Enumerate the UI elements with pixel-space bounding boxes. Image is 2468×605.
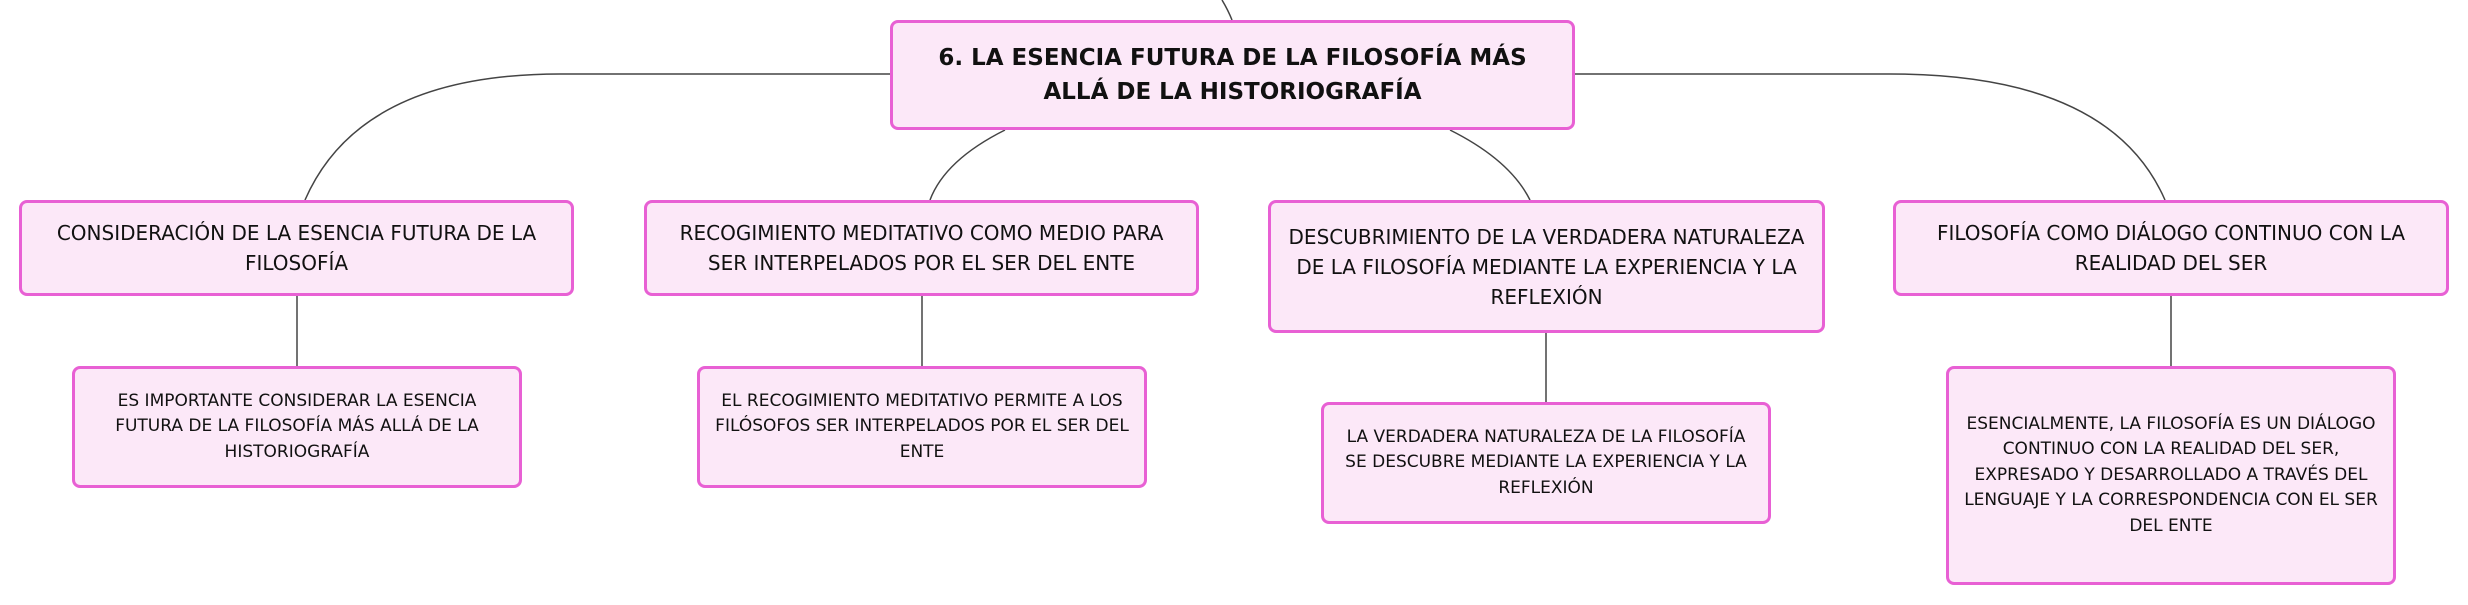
- connector-root-to-branch-1: [304, 73, 890, 201]
- connector-parent-to-root: [1221, 0, 1233, 21]
- connector-root-to-branch-4: [1575, 73, 2166, 201]
- root-topic[interactable]: 6. LA ESENCIA FUTURA DE LA FILOSOFÍA MÁS…: [890, 20, 1575, 130]
- leaf-topic-2[interactable]: EL RECOGIMIENTO MEDITATIVO PERMITE A LOS…: [697, 366, 1147, 488]
- branch-topic-4[interactable]: FILOSOFÍA COMO DIÁLOGO CONTINUO CON LA R…: [1893, 200, 2449, 296]
- branch-topic-3-label: DESCUBRIMIENTO DE LA VERDADERA NATURALEZ…: [1288, 224, 1805, 309]
- leaf-topic-3-label: LA VERDADERA NATURALEZA DE LA FILOSOFÍA …: [1345, 426, 1747, 498]
- branch-topic-2[interactable]: RECOGIMIENTO MEDITATIVO COMO MEDIO PARA …: [644, 200, 1199, 296]
- branch-topic-2-label: RECOGIMIENTO MEDITATIVO COMO MEDIO PARA …: [679, 221, 1164, 275]
- connector-root-to-branch-2: [929, 129, 1006, 201]
- leaf-topic-2-label: EL RECOGIMIENTO MEDITATIVO PERMITE A LOS…: [715, 390, 1129, 462]
- leaf-topic-4-label: ESENCIALMENTE, LA FILOSOFÍA ES UN DIÁLOG…: [1964, 413, 2378, 536]
- branch-topic-1[interactable]: CONSIDERACIÓN DE LA ESENCIA FUTURA DE LA…: [19, 200, 574, 296]
- branch-topic-4-label: FILOSOFÍA COMO DIÁLOGO CONTINUO CON LA R…: [1936, 221, 2406, 275]
- branch-topic-1-label: CONSIDERACIÓN DE LA ESENCIA FUTURA DE LA…: [56, 221, 537, 275]
- leaf-topic-4[interactable]: ESENCIALMENTE, LA FILOSOFÍA ES UN DIÁLOG…: [1946, 366, 2396, 585]
- connector-root-to-branch-3: [1449, 129, 1531, 201]
- leaf-topic-3[interactable]: LA VERDADERA NATURALEZA DE LA FILOSOFÍA …: [1321, 402, 1771, 524]
- root-topic-label: 6. LA ESENCIA FUTURA DE LA FILOSOFÍA MÁS…: [938, 44, 1527, 106]
- leaf-topic-1[interactable]: ES IMPORTANTE CONSIDERAR LA ESENCIA FUTU…: [72, 366, 522, 488]
- leaf-topic-1-label: ES IMPORTANTE CONSIDERAR LA ESENCIA FUTU…: [115, 390, 479, 462]
- branch-topic-3[interactable]: DESCUBRIMIENTO DE LA VERDADERA NATURALEZ…: [1268, 200, 1825, 333]
